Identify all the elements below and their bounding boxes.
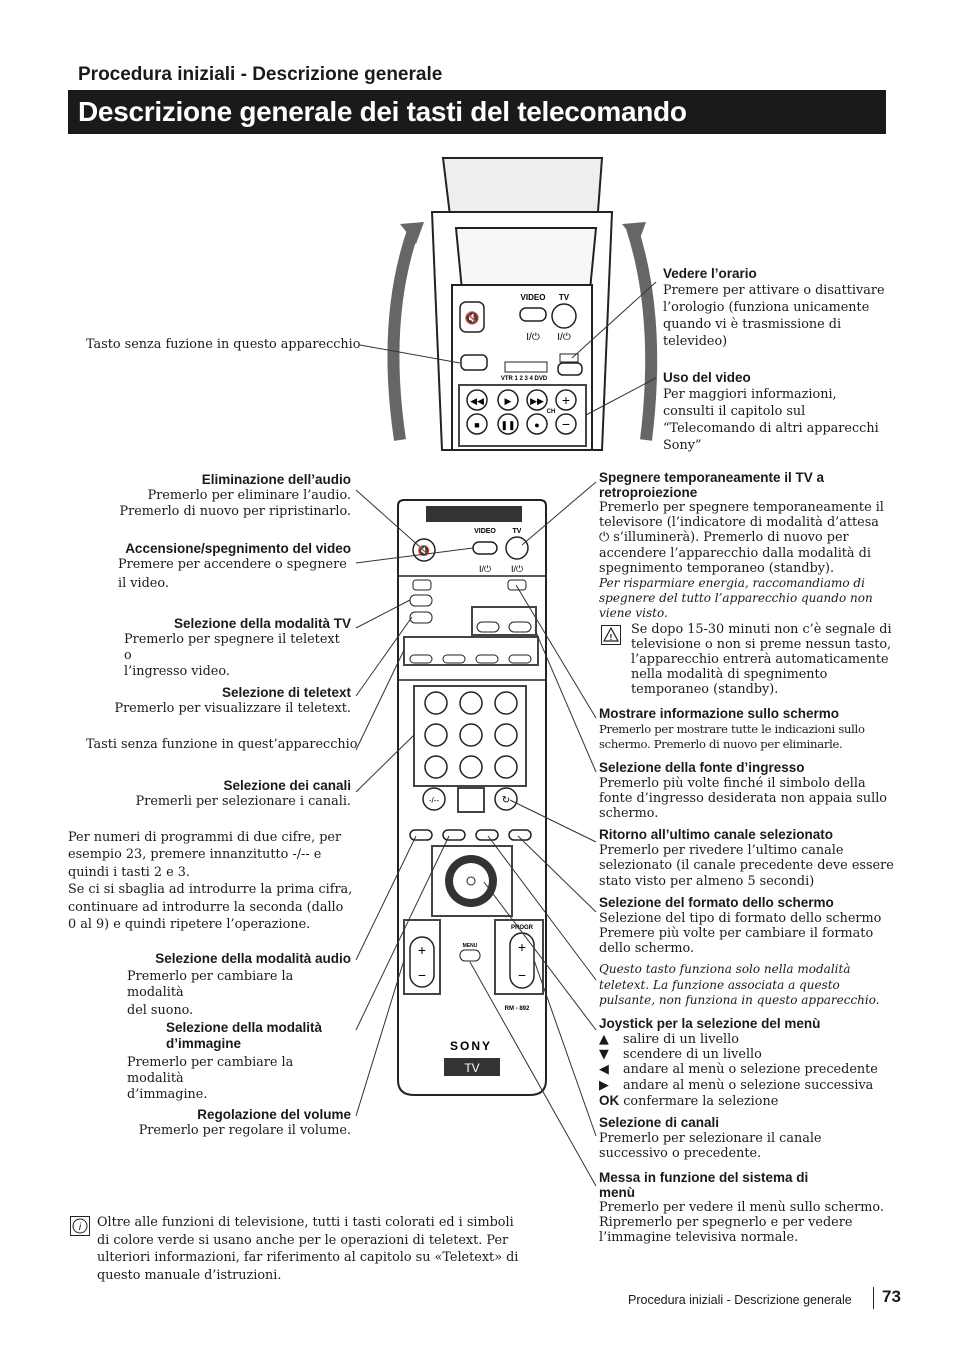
two-digit-note: Per numeri di programmi di due cifre, pe… — [68, 830, 353, 933]
mute-heading: Eliminazione dell’audio — [201, 472, 351, 487]
page-number: 73 — [882, 1287, 901, 1306]
input-heading: Selezione della fonte d’ingresso — [599, 759, 805, 775]
svg-text:▶▶: ▶▶ — [530, 396, 544, 406]
open-arrow-left — [387, 225, 420, 441]
right-column: Spegnere temporaneamente il TV a retropr… — [599, 470, 899, 1245]
footer-section: Procedura iniziali - Descrizione general… — [628, 1293, 852, 1307]
info-note: i Oltre alle funzioni di televisione, tu… — [70, 1214, 520, 1284]
svg-text:TV: TV — [513, 528, 522, 535]
svg-text:!: ! — [610, 633, 613, 642]
progr-heading: Selezione di canali — [599, 1115, 720, 1131]
svg-text:MENU: MENU — [463, 943, 478, 949]
warning-icon: ! — [601, 624, 621, 645]
svg-text:I/⏻: I/⏻ — [526, 332, 540, 343]
flap-tv-label: TV — [559, 293, 570, 302]
svg-text:CH: CH — [547, 409, 556, 415]
clock-callout: Vedere l’orario Premere per attivare o d… — [663, 266, 893, 350]
joystick-heading: Joystick per la selezione del menù — [599, 1016, 821, 1032]
svg-text:−: − — [418, 967, 426, 983]
right-arrow-icon: ▶ — [599, 1077, 609, 1093]
open-arrow-right — [626, 226, 658, 441]
clock-heading: Vedere l’orario — [663, 266, 757, 281]
teletext-callout: Selezione di teletext Premerlo per visua… — [60, 685, 351, 717]
page-title: Descrizione generale dei tasti del telec… — [78, 96, 687, 127]
svg-text:●: ● — [534, 420, 539, 430]
svg-text:VTR 1 2 3 4 DVD: VTR 1 2 3 4 DVD — [501, 376, 548, 382]
footer-divider — [873, 1287, 874, 1309]
mute-callout: Eliminazione dell’audio Premerlo per eli… — [60, 472, 351, 520]
ok-label: OK — [599, 1092, 620, 1108]
remote-body: 🔇 VIDEO TV I/⏻ I/⏻ -/-- ↻ — [397, 499, 547, 1096]
svg-text:I/⏻: I/⏻ — [511, 564, 523, 574]
no-function-top-label: Tasto senza fuzione in questo apparecchi… — [86, 337, 361, 352]
svg-text:❚❚: ❚❚ — [500, 420, 515, 431]
volume-heading: Regolazione del volume — [197, 1107, 351, 1122]
remote-flap: 🔇 VIDEO TV I/⏻ I/⏻ VTR 1 2 3 4 DVD ◀◀ ▶ … — [430, 157, 614, 451]
up-arrow-icon: ▲ — [599, 1032, 609, 1048]
title-bar: Descrizione generale dei tasti del telec… — [68, 90, 886, 134]
svg-text:+: + — [518, 939, 526, 955]
video-power-heading: Accensione/spegnimento del video — [125, 541, 351, 556]
format-heading: Selezione del formato dello schermo — [599, 894, 834, 910]
flap-no-function-button — [460, 354, 488, 371]
flap-clock-button — [557, 362, 583, 376]
svg-text:RM - 892: RM - 892 — [505, 1006, 530, 1012]
svg-text:◀◀: ◀◀ — [470, 396, 484, 406]
audio-mode-callout: Selezione della modalità audio Premerlo … — [60, 951, 351, 1019]
section-subtitle: Procedura iniziali - Descrizione general… — [78, 64, 443, 85]
no-function-mid-label: Tasti senza funzione in quest’apparecchi… — [86, 737, 358, 752]
channels-callout: Selezione dei canali Premerli per selezi… — [60, 778, 351, 810]
svg-text:+: + — [418, 942, 426, 958]
svg-text:PROGR: PROGR — [511, 925, 534, 931]
info-icon: i — [70, 1216, 90, 1236]
left-arrow-icon: ◀ — [599, 1062, 609, 1078]
svg-text:TV: TV — [464, 1061, 479, 1075]
svg-text:+: + — [562, 392, 570, 408]
tv-mode-callout: Selezione della modalità TV Premerlo per… — [60, 616, 351, 680]
volume-callout: Regolazione del volume Premerlo per rego… — [60, 1107, 351, 1139]
svg-text:I/⏻: I/⏻ — [557, 332, 571, 343]
last-channel-heading: Ritorno all’ultimo canale selezionato — [599, 827, 834, 843]
teletext-heading: Selezione di teletext — [221, 685, 351, 700]
svg-text:-/--: -/-- — [429, 796, 440, 805]
image-mode-callout: Selezione della modalità d’immagine Prem… — [60, 1020, 351, 1103]
menu-button — [459, 949, 481, 962]
channels-heading: Selezione dei canali — [223, 778, 351, 793]
svg-text:▶: ▶ — [505, 396, 512, 406]
svg-text:I/⏻: I/⏻ — [479, 564, 491, 574]
callout-lines — [355, 281, 657, 1187]
standby-warning: ! Se dopo 15-30 minuti non c’è segnale d… — [599, 622, 899, 698]
svg-text:VIDEO: VIDEO — [474, 528, 496, 535]
sony-logo: SONY — [450, 1039, 492, 1053]
audio-mode-heading: Selezione della modalità audio — [155, 951, 351, 966]
flap-video-label: VIDEO — [521, 293, 546, 302]
down-arrow-icon: ▼ — [599, 1047, 609, 1063]
svg-text:i: i — [79, 1222, 82, 1233]
tv-mode-heading: Selezione della modalità TV — [173, 616, 351, 631]
menu-heading: Messa in funzione del sistema di — [599, 1169, 809, 1185]
svg-text:−: − — [562, 416, 570, 432]
svg-text:↻: ↻ — [502, 795, 510, 806]
image-mode-heading: Selezione della modalità — [166, 1020, 323, 1035]
standby-indicator-icon: ⏻ — [599, 530, 610, 546]
video-power-callout: Accensione/spegnimento del video Premere… — [60, 541, 351, 592]
svg-text:🔇: 🔇 — [465, 311, 480, 325]
info-heading: Mostrare informazione sullo schermo — [599, 705, 840, 721]
svg-text:−: − — [518, 967, 526, 983]
standby-heading: Spegnere temporaneamente il TV a — [599, 470, 825, 485]
svg-text:■: ■ — [474, 420, 479, 430]
video-use-heading: Uso del video — [663, 370, 751, 385]
video-use-callout: Uso del video Per maggiori informazioni,… — [663, 370, 893, 454]
